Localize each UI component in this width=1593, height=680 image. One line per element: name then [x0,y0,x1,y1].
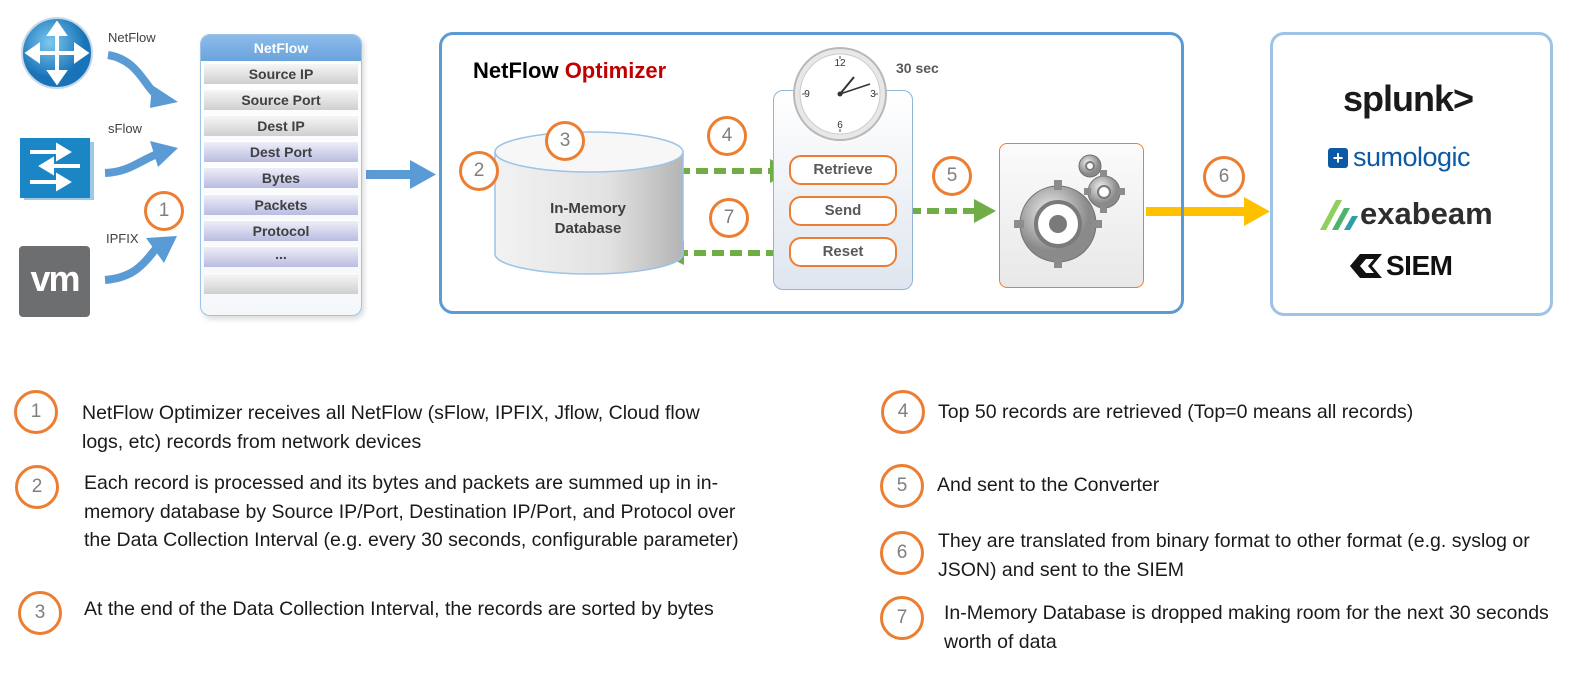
legend-circle-7: 7 [880,596,924,640]
step-circle-1: 1 [144,191,184,231]
exabeam-mark-icon [1320,200,1358,230]
retrieve-action: Retrieve [789,155,897,185]
timer-label: 30 sec [896,60,939,76]
clock-6: 6 [837,120,843,131]
legend-text-4: Top 50 records are retrieved (Top=0 mean… [938,401,1414,423]
step-circle-3: 3 [545,121,585,161]
sumologic-logo: + sumologic [1328,142,1471,173]
step-circle-7: 7 [709,198,749,238]
legend-text-2: Each record is processed and its bytes a… [84,472,739,551]
to-siem-arrow [1146,207,1246,216]
legend-circle-4: 4 [881,390,925,434]
siem-text: SIEM [1386,250,1453,281]
legend-text-7: In-Memory Database is dropped making roo… [944,602,1549,653]
to-optimizer-arrow [366,170,414,179]
clock-12: 12 [834,58,846,69]
netflow-fields-panel: NetFlow Source IP Source Port Dest IP De… [200,34,362,316]
exabeam-text: exabeam [1360,196,1493,231]
field-dest-ip: Dest IP [204,115,358,136]
sflow-source-arrow [104,149,162,177]
step-circle-5: 5 [932,156,972,196]
legend-circle-2: 2 [15,465,59,509]
optimizer-box [439,32,1184,314]
step-circle-4: 4 [707,116,747,156]
clock-9: 9 [804,89,810,100]
vm-logo-text: vm [30,258,80,299]
sumologic-plus-icon: + [1328,147,1348,168]
field-bytes: Bytes [204,167,358,188]
optimizer-title-netflow: NetFlow [473,58,559,83]
ipfix-source-arrow [104,243,162,284]
legend-text-1: NetFlow Optimizer receives all NetFlow (… [82,402,700,453]
legend-circle-5: 5 [880,464,924,508]
optimizer-title: NetFlow Optimizer [473,58,666,84]
gears-icon [1014,154,1125,268]
ipfix-source-label: IPFIX [106,231,139,246]
database-label-line1: In-Memory [550,200,626,217]
legend-text-5: And sent to the Converter [937,474,1160,496]
field-protocol: Protocol [204,220,358,241]
field-more: ... [204,246,358,267]
send-action: Send [789,196,897,226]
sumologic-text: sumologic [1353,142,1471,172]
clock-icon: 12 3 6 9 [793,47,887,141]
clock-3: 3 [870,89,876,100]
field-source-ip: Source IP [204,63,358,84]
siem-mark-icon [1350,254,1382,278]
field-source-port: Source Port [204,89,358,110]
siem-destinations-box [1270,32,1553,316]
netflow-source-label: NetFlow [108,30,156,45]
database-icon [494,131,684,275]
legend-text-6: They are translated from binary format t… [938,530,1530,581]
router-icon [20,16,94,90]
legend-circle-3: 3 [18,591,62,635]
vm-icon: vm [19,246,90,317]
database-label-line2: Database [554,220,622,237]
step-circle-6: 6 [1203,156,1245,198]
splunk-logo: splunk> [1343,78,1474,119]
netflow-table-title: NetFlow [201,35,361,61]
field-dest-port: Dest Port [204,141,358,162]
field-packets: Packets [204,194,358,215]
reset-action: Reset [789,237,897,267]
siem-logo: SIEM [1348,250,1453,282]
sflow-source-label: sFlow [108,121,142,136]
switch-icon [20,136,96,202]
step-circle-2: 2 [459,151,499,191]
legend-circle-1: 1 [14,390,58,434]
legend-text-3: At the end of the Data Collection Interv… [84,598,714,620]
field-empty [204,273,358,294]
database-label: In-Memory Database [520,199,656,239]
legend-circle-6: 6 [880,531,924,575]
optimizer-title-optimizer: Optimizer [564,58,667,83]
exabeam-logo: exabeam [1318,196,1493,232]
